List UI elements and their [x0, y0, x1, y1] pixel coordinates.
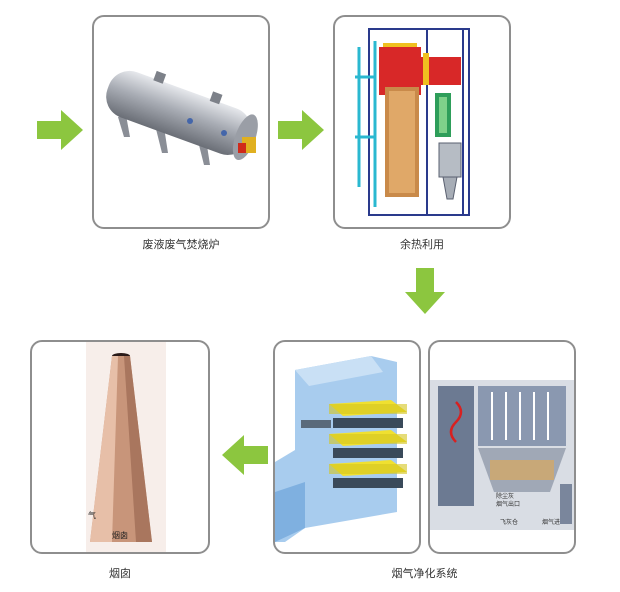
- panel-flue-gas-filter: 除尘灰 烟气出口 飞灰仓 烟气进: [428, 340, 576, 554]
- filter-illustration: 除尘灰 烟气出口 飞灰仓 烟气进: [430, 380, 574, 530]
- flow-arrow-1-2: [278, 110, 324, 150]
- boiler-illustration: [355, 28, 470, 216]
- chimney-illustration: 气 烟囱: [86, 342, 166, 552]
- caption-flue-gas-cleaning: 烟气净化系统: [391, 567, 458, 580]
- incinerator-illustration: [106, 70, 258, 165]
- caption-chimney: 烟囱: [109, 567, 131, 580]
- panel-flue-gas-scr: [273, 340, 421, 554]
- panel-heat-recovery: [333, 15, 511, 229]
- caption-heat-recovery: 余热利用: [400, 238, 444, 251]
- flow-arrow-to-chimney: [222, 435, 268, 475]
- filter-label-silo: 飞灰仓: [500, 518, 518, 526]
- panel-chimney: 气 烟囱: [30, 340, 210, 554]
- chimney-label-gas: 气: [88, 510, 96, 520]
- chimney-label-base: 烟囱: [112, 530, 128, 540]
- flow-arrow-down: [405, 268, 445, 314]
- filter-label-outlet: 烟气出口: [496, 500, 520, 508]
- panel-incinerator: [92, 15, 270, 229]
- flow-arrow-in: [37, 110, 83, 150]
- filter-label-ash: 除尘灰: [496, 492, 514, 500]
- scr-illustration: [275, 356, 407, 542]
- caption-incinerator: 废液废气焚烧炉: [142, 238, 220, 251]
- filter-label-inlet: 烟气进: [542, 518, 560, 526]
